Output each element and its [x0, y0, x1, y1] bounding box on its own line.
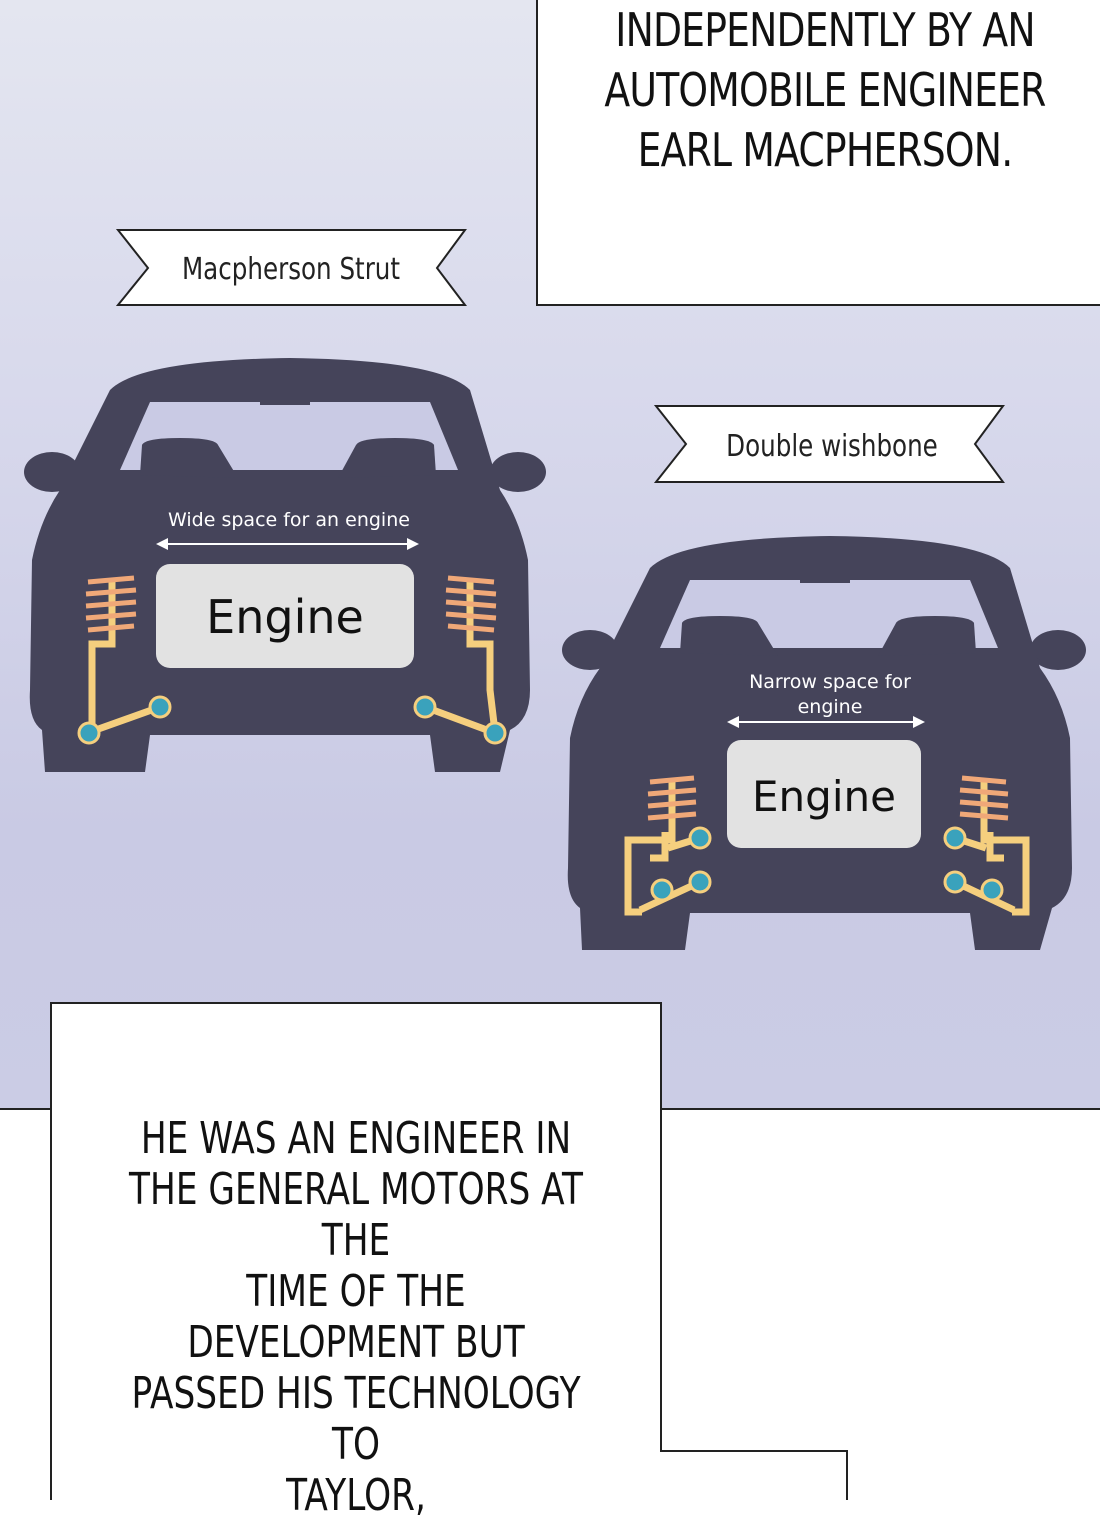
narration-bottom-line: THE GENERAL MOTORS AT THE — [129, 1164, 583, 1266]
banner-macpherson-label: Macpherson Strut — [182, 253, 400, 287]
narration-bottom-line: TAYLOR, — [286, 1470, 426, 1521]
narration-bottom-line: HE WAS AN ENGINEER IN — [140, 1113, 572, 1164]
narration-bottom-line: PASSED HIS TECHNOLOGY TO — [131, 1368, 581, 1470]
narrow-space-label-line1: Narrow space for — [749, 671, 911, 693]
narration-text-top: INDEPENDENTLY BY AN AUTOMOBILE ENGINEER … — [591, 0, 1058, 180]
wide-space-label: Wide space for an engine — [168, 509, 410, 531]
engine-label-left: Engine — [206, 590, 364, 644]
car-left: Engine Wide space for an engine — [24, 358, 546, 772]
narration-box-top — [536, 0, 1100, 306]
engine-box-left — [156, 564, 414, 668]
engine-box-right — [727, 740, 921, 848]
macpherson-strut-left — [77, 575, 172, 745]
narration-top-line: EARL MACPHERSON. — [637, 123, 1014, 177]
narration-text-bottom: HE WAS AN ENGINEER IN THE GENERAL MOTORS… — [119, 1113, 593, 1521]
mirror-right — [490, 452, 546, 492]
narration-box-bottom-extension — [660, 1450, 848, 1500]
banner-macpherson: Macpherson Strut — [115, 229, 468, 306]
double-wishbone-right — [943, 775, 1030, 916]
mirror-right — [1030, 630, 1086, 670]
narration-top-line: AUTOMOBILE ENGINEER — [604, 63, 1046, 117]
double-wishbone-left — [624, 775, 712, 916]
engine-label-right: Engine — [752, 772, 896, 821]
banner-double-wishbone-label: Double wishbone — [726, 430, 938, 464]
narration-bottom-line: TIME OF THE DEVELOPMENT BUT — [187, 1266, 525, 1368]
suspension-diagram: Macpherson Strut Double wishbone Engine … — [24, 229, 1086, 950]
narration-top-line: INDEPENDENTLY BY AN — [615, 3, 1035, 57]
narrow-space-label-line2: engine — [798, 696, 863, 718]
car-right: Engine Narrow space for engine — [562, 536, 1086, 950]
macpherson-strut-right — [413, 575, 507, 745]
banner-double-wishbone: Double wishbone — [653, 405, 1005, 483]
